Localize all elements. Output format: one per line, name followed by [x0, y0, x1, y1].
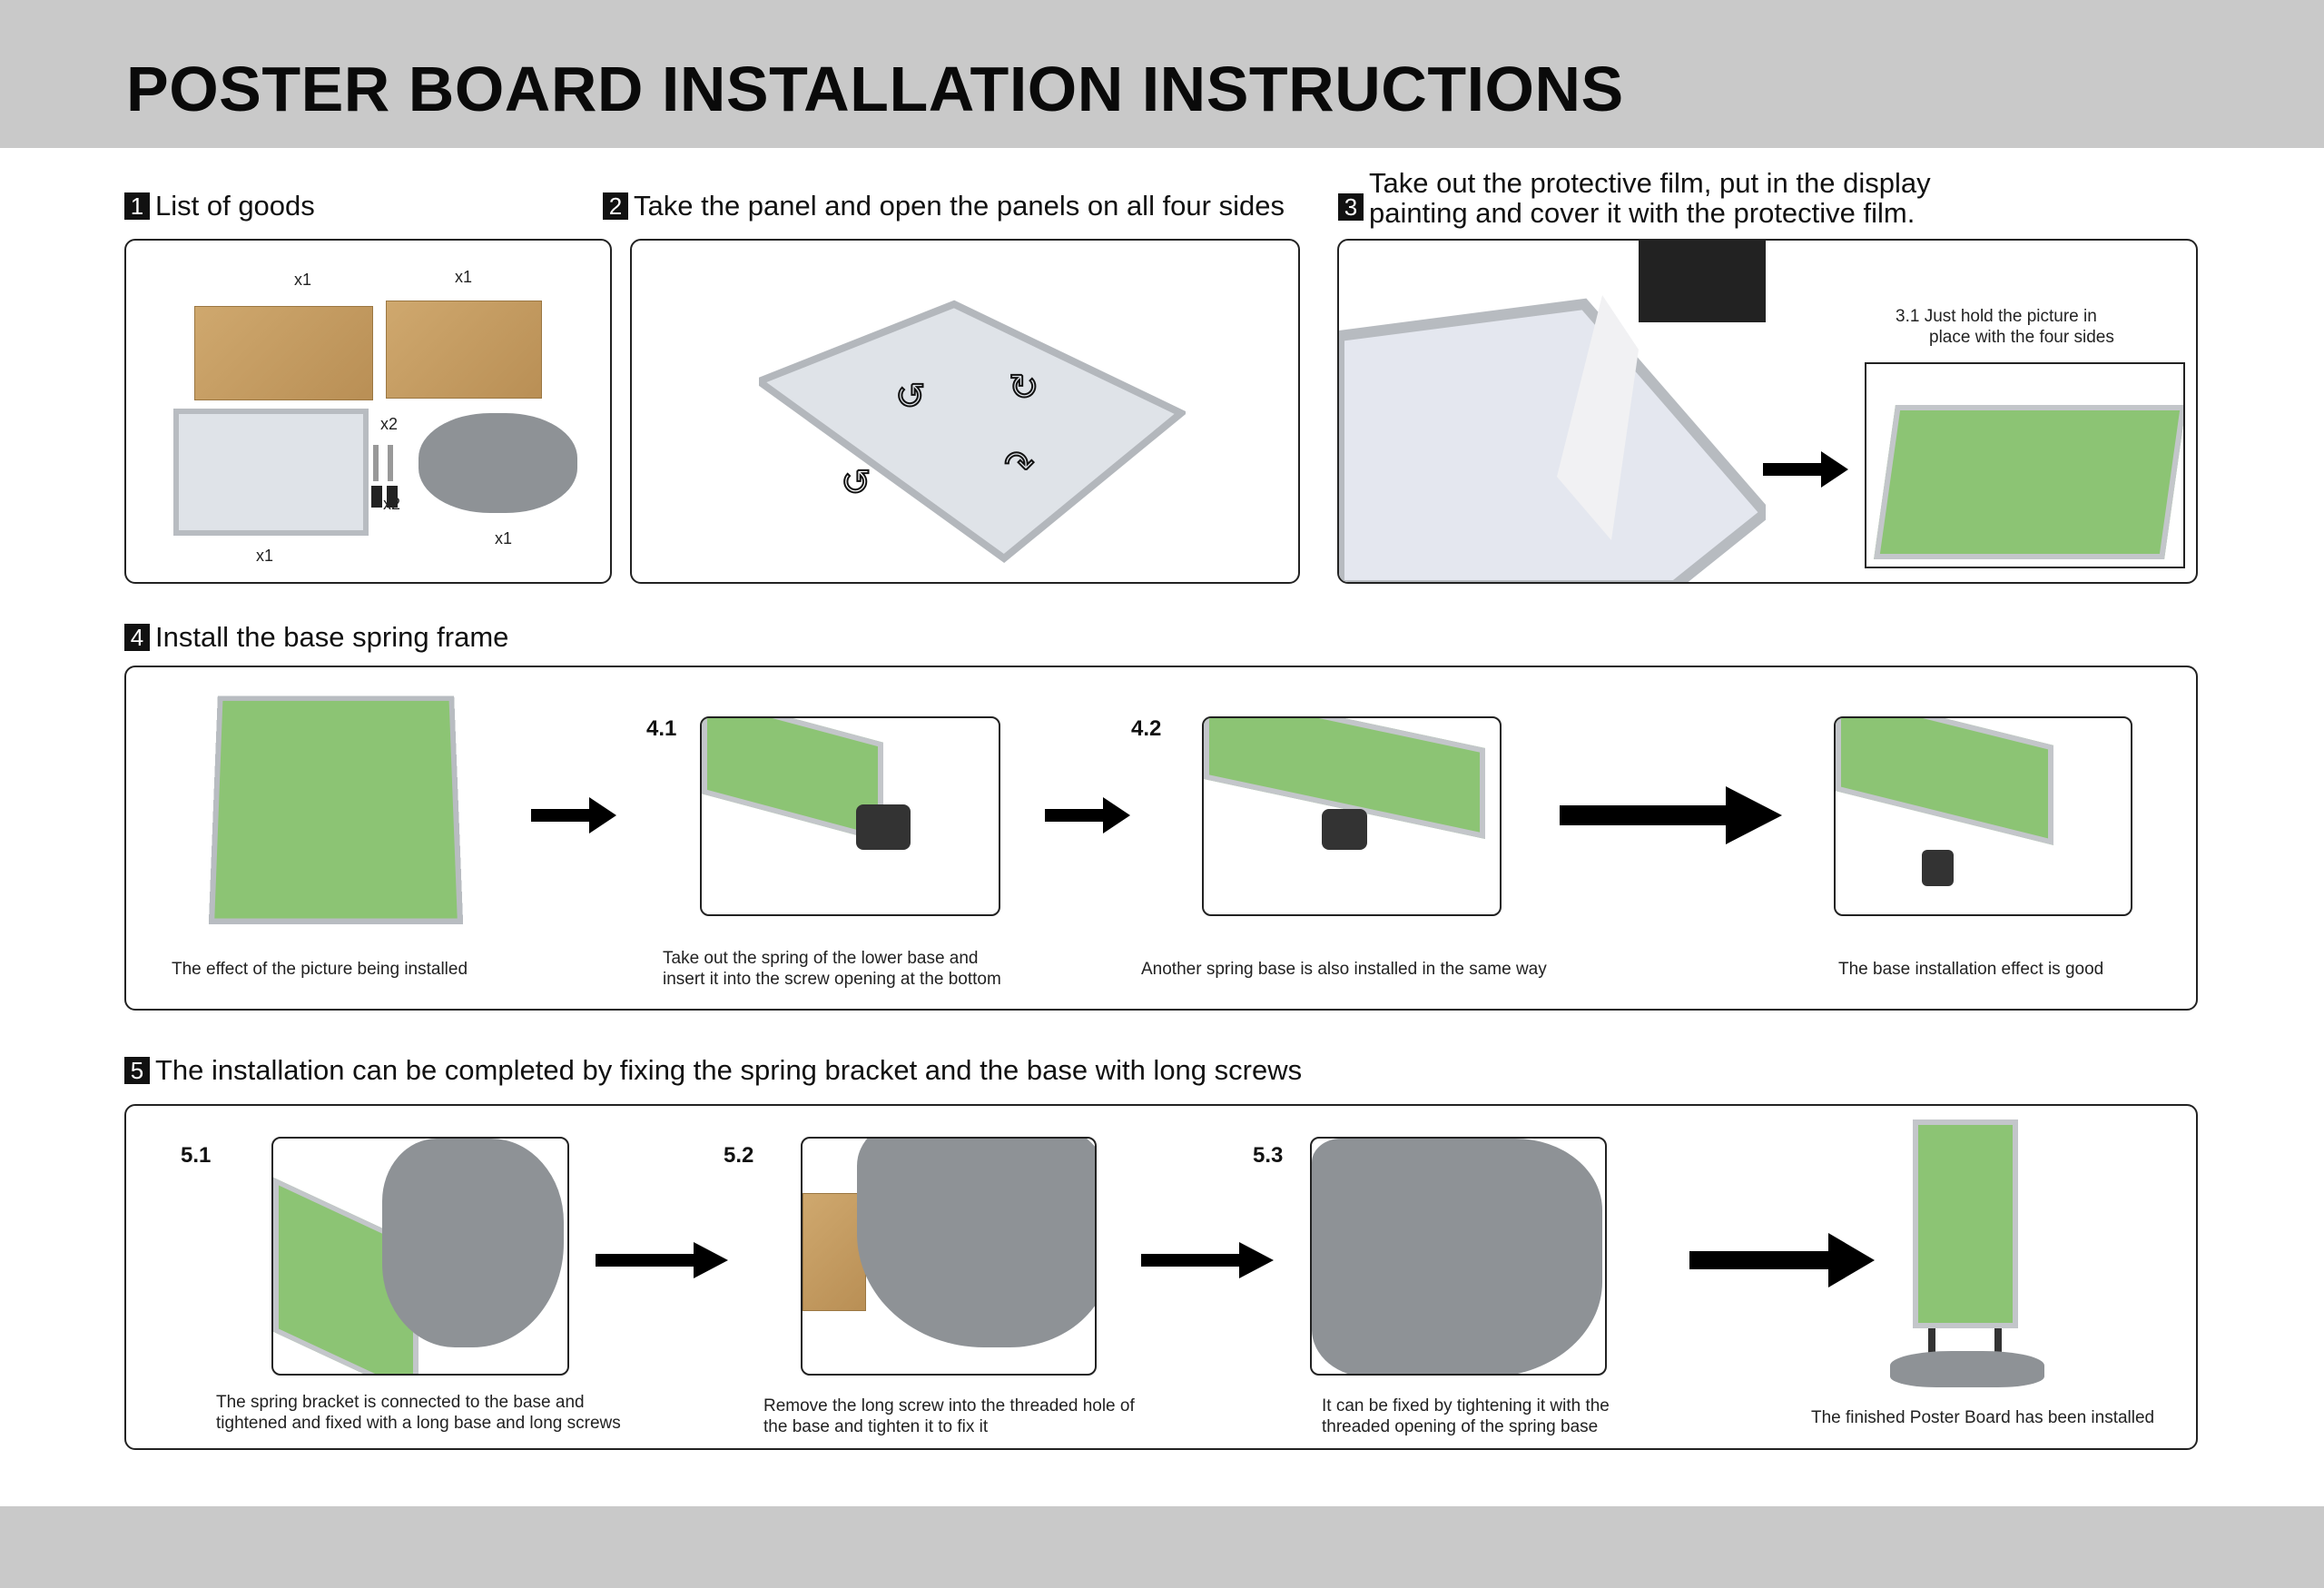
page-title: POSTER BOARD INSTALLATION INSTRUCTIONS: [126, 54, 1624, 124]
section-label: Take the panel and open the panels on al…: [634, 190, 1285, 222]
open-frame-image: ↺ ↻ ↺ ↷: [759, 300, 1186, 564]
step-4-1-photo: [700, 716, 1000, 916]
sub-step-caption: 3.1 Just hold the picture in: [1896, 307, 2097, 326]
sub-step-caption: place with the four sides: [1929, 328, 2114, 347]
base-image: [419, 413, 577, 513]
step-number: 1: [124, 192, 150, 220]
step-id: 4.1: [646, 716, 677, 741]
step-id: 5.2: [724, 1143, 754, 1168]
qty-label: x1: [256, 547, 274, 565]
arrow-right-icon: [1045, 797, 1130, 833]
step-number: 5: [124, 1057, 150, 1084]
hold-picture-photo: [1865, 362, 2185, 568]
header-band: [0, 0, 2324, 148]
arrow-right-icon: [531, 797, 616, 833]
step-number: 3: [1338, 193, 1364, 221]
arrow-right-icon: [1689, 1233, 1875, 1287]
step-caption: Take out the spring of the lower base an…: [663, 949, 979, 968]
svg-text:↷: ↷: [1004, 445, 1035, 485]
section-label-line1: Take out the protective film, put in the…: [1369, 167, 1931, 199]
svg-text:↺: ↺: [895, 377, 926, 417]
arrow-right-icon: [1763, 451, 1848, 488]
footer-band: [0, 1506, 2324, 1588]
base-installed-photo: [1834, 716, 2132, 916]
step-caption: The finished Poster Board has been insta…: [1811, 1408, 2155, 1427]
svg-text:↺: ↺: [841, 463, 872, 503]
poster-frame-image: [173, 409, 369, 536]
qty-label: x1: [495, 529, 513, 547]
qty-label: x2: [383, 495, 401, 513]
step-caption: threaded opening of the spring base: [1322, 1417, 1599, 1436]
section-label: Install the base spring frame: [155, 621, 509, 653]
film-photo: [1339, 241, 1766, 582]
open-panel-box: ↺ ↻ ↺ ↷: [630, 239, 1300, 584]
protective-film-box: 3.1 Just hold the picture in place with …: [1337, 239, 2198, 584]
step-caption: The base installation effect is good: [1838, 960, 2104, 979]
step-caption: insert it into the screw opening at the …: [663, 970, 1001, 989]
step-5-1-photo: [271, 1137, 569, 1376]
qty-label: x2: [380, 415, 399, 433]
svg-text:↻: ↻: [1009, 368, 1039, 408]
section-label: List of goods: [155, 190, 315, 222]
qty-label: x1: [455, 268, 473, 286]
step-caption: tightened and fixed with a long base and…: [216, 1414, 621, 1433]
arrow-right-icon: [596, 1242, 728, 1278]
step-4-2-photo: [1202, 716, 1502, 916]
step-5-3-photo: [1310, 1137, 1607, 1376]
installed-picture-image: [208, 695, 464, 924]
step-id: 4.2: [1131, 716, 1162, 741]
step-caption: Remove the long screw into the threaded …: [763, 1396, 1135, 1415]
finished-poster-board-image: [1883, 1119, 2075, 1387]
step-id: 5.1: [181, 1143, 212, 1168]
screw-image: [388, 445, 393, 481]
qty-label: x1: [294, 271, 312, 289]
goods-panel: x1 x1 x1 x1 x2 x2: [124, 239, 612, 584]
step-id: 5.3: [1253, 1143, 1284, 1168]
spring-image: [387, 486, 398, 508]
step-caption: Another spring base is also installed in…: [1141, 960, 1547, 979]
spring-image: [371, 486, 382, 508]
step-number: 4: [124, 624, 150, 651]
step-caption: It can be fixed by tightening it with th…: [1322, 1396, 1610, 1415]
step-caption: The spring bracket is connected to the b…: [216, 1393, 585, 1412]
screw-image: [373, 445, 379, 481]
carton-image: [386, 301, 542, 399]
arrow-right-icon: [1560, 786, 1782, 844]
step-caption: The effect of the picture being installe…: [172, 960, 468, 979]
step-caption: the base and tighten it to fix it: [763, 1417, 989, 1436]
carton-image: [194, 306, 373, 400]
step-number: 2: [603, 192, 628, 220]
step-5-2-photo: [801, 1137, 1097, 1376]
section-label: The installation can be completed by fix…: [155, 1054, 1303, 1086]
arrow-right-icon: [1141, 1242, 1274, 1278]
section-label-line2: painting and cover it with the protectiv…: [1369, 197, 1915, 229]
